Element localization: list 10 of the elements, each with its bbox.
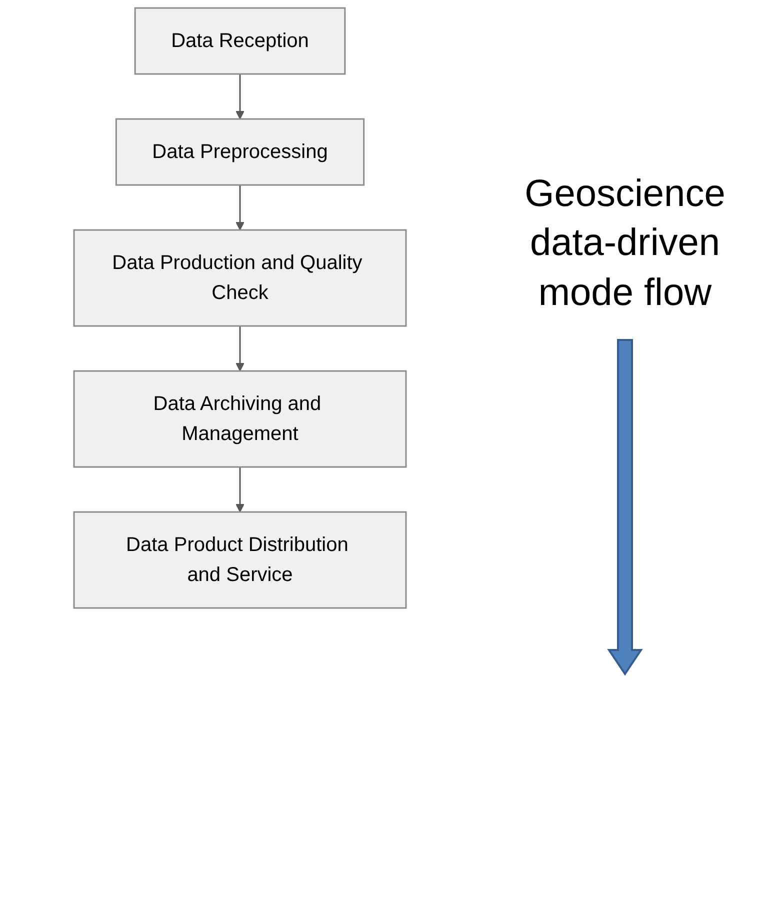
node-box: Data Reception (134, 7, 346, 75)
arrow (236, 185, 244, 230)
node-box: Data Product Distribution and Service (73, 511, 407, 609)
node-box: Data Preprocessing (115, 118, 365, 186)
side-note: Geoscience data-driven mode flow (524, 172, 726, 316)
node-box: Data Archiving and Management (73, 370, 407, 468)
arrow (236, 74, 244, 120)
node-box: Data Production and Quality Check (73, 229, 407, 327)
arrow (236, 326, 244, 372)
arrow (236, 467, 244, 512)
